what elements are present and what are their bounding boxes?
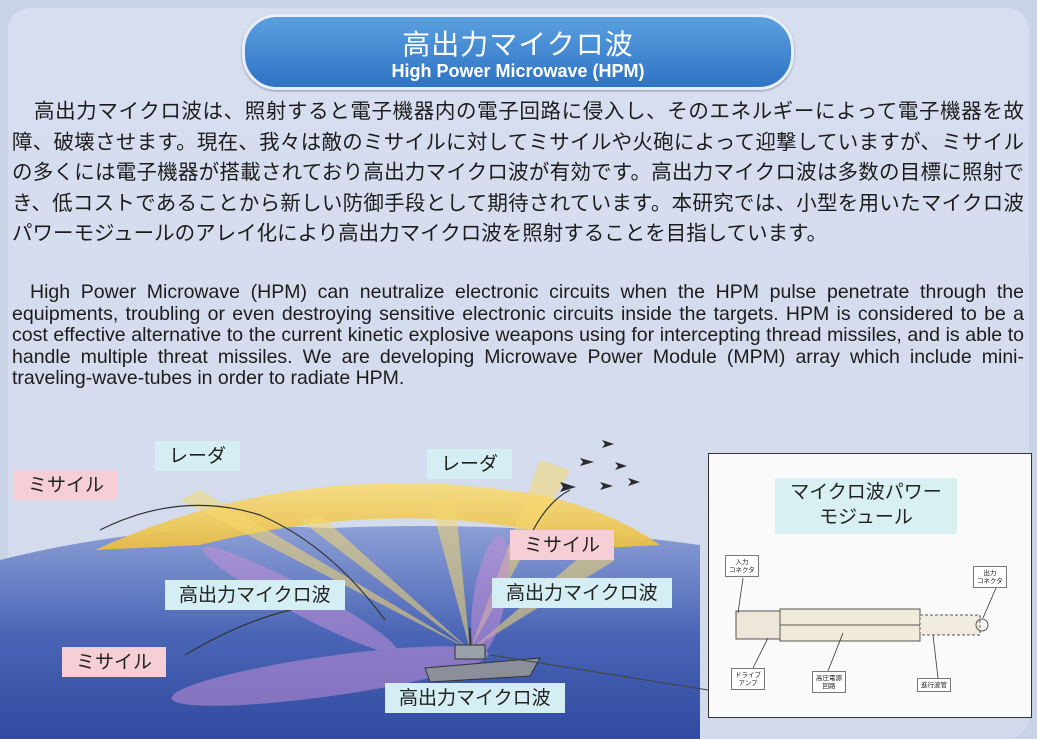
- callout-line: [489, 654, 709, 691]
- label-hpm-bottom: 高出力マイクロ波: [385, 683, 565, 713]
- label-hpm-left: 高出力マイクロ波: [165, 580, 345, 610]
- twt-label: 進行波管: [917, 678, 951, 692]
- mpm-title-line1: マイクロ波パワー: [790, 481, 942, 503]
- label-missile-right: ミサイル: [510, 530, 615, 560]
- title-banner: 高出力マイクロ波 High Power Microwave (HPM): [242, 14, 794, 90]
- english-description: High Power Microwave (HPM) can neutraliz…: [12, 281, 1024, 389]
- aircraft-formation-icon: [560, 440, 640, 492]
- label-radar-left: レーダ: [155, 441, 241, 471]
- japanese-description: 高出力マイクロ波は、照射すると電子機器内の電子回路に侵入し、そのエネルギーによっ…: [12, 99, 1024, 245]
- mpm-module-drawing: [735, 577, 997, 679]
- label-hpm-right: 高出力マイクロ波: [492, 578, 672, 608]
- drive-amp-label: ドライブ アンプ: [731, 668, 765, 690]
- label-missile-bottom: ミサイル: [62, 647, 167, 677]
- label-missile-left: ミサイル: [14, 470, 119, 500]
- input-connector-label: 入力 コネクタ: [725, 555, 759, 577]
- hv-circuit-label: 高圧電源 回路: [812, 671, 846, 693]
- mpm-title: マイクロ波パワー モジュール: [775, 478, 957, 534]
- radar-coverage-dome: [95, 483, 660, 550]
- output-connector-label: 出力 コネクタ: [973, 566, 1007, 588]
- title-english: High Power Microwave (HPM): [391, 61, 645, 81]
- label-radar-right: レーダ: [427, 449, 513, 479]
- title-japanese: 高出力マイクロ波: [402, 28, 634, 61]
- ship-icon: [424, 657, 541, 683]
- mpm-title-line2: モジュール: [819, 506, 913, 528]
